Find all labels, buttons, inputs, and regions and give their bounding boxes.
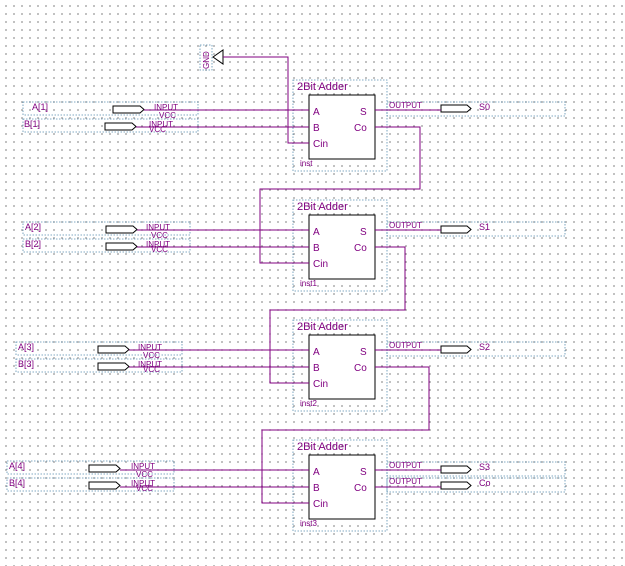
pin-name: S1 — [479, 222, 490, 232]
input-pin-b3[interactable]: B[3] INPUT VCC — [15, 358, 183, 374]
block-title: 2Bit Adder — [297, 441, 348, 453]
port-a: A — [313, 227, 320, 238]
block-title: 2Bit Adder — [297, 201, 348, 213]
port-cin: Cin — [313, 259, 328, 270]
instance-label: inst2 — [300, 399, 317, 408]
port-a: A — [313, 107, 320, 118]
pin-kind: INPUT — [146, 240, 170, 249]
pin-kind: INPUT — [154, 103, 178, 112]
wire-carry-0-1 — [259, 126, 421, 264]
input-pin-b4[interactable]: B[4] INPUT VCC — [6, 477, 175, 493]
pin-name: A[3] — [18, 342, 34, 352]
port-s: S — [360, 227, 367, 238]
output-pin-co[interactable]: OUTPUT Co — [386, 477, 566, 493]
output-pin-s2[interactable]: OUTPUT S2 — [386, 341, 566, 357]
port-s: S — [360, 467, 367, 478]
pin-name: S3 — [479, 462, 490, 472]
pin-default: VCC — [151, 245, 168, 254]
pin-kind: OUTPUT — [389, 221, 422, 230]
pin-default: VCC — [136, 484, 153, 493]
pin-name: A[2] — [25, 222, 41, 232]
output-pin-s3[interactable]: OUTPUT S3 — [386, 461, 566, 477]
pin-name: S0 — [479, 102, 490, 112]
pin-kind: OUTPUT — [389, 461, 422, 470]
instance-label: inst3 — [300, 519, 317, 528]
input-pin-b2[interactable]: B[2] INPUT VCC — [22, 238, 191, 254]
block-title: 2Bit Adder — [297, 81, 348, 93]
pin-kind: INPUT — [131, 462, 155, 471]
pin-kind: INPUT — [131, 479, 155, 488]
pin-default: VCC — [159, 111, 176, 120]
wire-carry-2-3 — [261, 366, 430, 504]
pin-kind: OUTPUT — [389, 341, 422, 350]
pin-name: B[3] — [18, 359, 34, 369]
adder-block-inst[interactable]: 2Bit Adder A B Cin S Co inst — [292, 79, 388, 172]
port-s: S — [360, 347, 367, 358]
output-pin-s0[interactable]: OUTPUT S0 — [386, 101, 566, 117]
gnd-label: GND — [202, 51, 211, 69]
block-title: 2Bit Adder — [297, 321, 348, 333]
pin-kind: INPUT — [149, 120, 173, 129]
pin-name: Co — [479, 478, 491, 488]
port-co: Co — [354, 243, 367, 254]
adder-block-inst2[interactable]: 2Bit Adder A B Cin S Co inst2 — [292, 319, 388, 412]
port-co: Co — [354, 483, 367, 494]
adder-block-inst1[interactable]: 2Bit Adder A B Cin S Co inst1 — [292, 199, 388, 292]
pin-default: VCC — [143, 365, 160, 374]
input-pin-a2[interactable]: A[2] INPUT VCC — [22, 221, 191, 240]
pin-name: B[4] — [9, 478, 25, 488]
wire-gnd-to-cin0 — [223, 56, 309, 144]
port-cin: Cin — [313, 499, 328, 510]
input-pin-b1[interactable]: B[1] INPUT VCC — [22, 118, 199, 134]
pin-name: A[4] — [9, 461, 25, 471]
pin-name: S2 — [479, 342, 490, 352]
pin-name: B[1] — [24, 119, 40, 129]
port-b: B — [313, 363, 320, 374]
pin-kind: INPUT — [138, 343, 162, 352]
port-s: S — [360, 107, 367, 118]
pin-default: VCC — [149, 125, 166, 134]
adder-block-inst3[interactable]: 2Bit Adder A B Cin S Co inst3 — [292, 439, 388, 532]
instance-label: inst1 — [300, 279, 317, 288]
input-pin-a1[interactable]: A[1] INPUT VCC — [22, 101, 199, 120]
wires — [120, 56, 441, 504]
pin-kind: OUTPUT — [389, 101, 422, 110]
port-a: A — [313, 467, 320, 478]
pin-name: B[2] — [25, 239, 41, 249]
port-b: B — [313, 123, 320, 134]
pin-default: VCC — [143, 351, 160, 360]
pin-kind: INPUT — [138, 360, 162, 369]
input-pin-a4[interactable]: A[4] INPUT VCC — [6, 460, 175, 479]
port-co: Co — [354, 123, 367, 134]
pin-name: A[1] — [32, 102, 48, 112]
port-co: Co — [354, 363, 367, 374]
gnd-symbol[interactable]: GND — [199, 44, 224, 71]
pin-kind: INPUT — [146, 223, 170, 232]
output-pin-s1[interactable]: OUTPUT S1 — [386, 221, 566, 237]
pin-kind: OUTPUT — [389, 477, 422, 486]
port-cin: Cin — [313, 379, 328, 390]
port-a: A — [313, 347, 320, 358]
input-pin-a3[interactable]: A[3] INPUT VCC — [15, 341, 183, 360]
pin-default: VCC — [151, 231, 168, 240]
wire-carry-1-2 — [269, 246, 406, 384]
pin-default: VCC — [136, 470, 153, 479]
instance-label: inst — [300, 159, 313, 168]
port-b: B — [313, 243, 320, 254]
port-b: B — [313, 483, 320, 494]
port-cin: Cin — [313, 139, 328, 150]
